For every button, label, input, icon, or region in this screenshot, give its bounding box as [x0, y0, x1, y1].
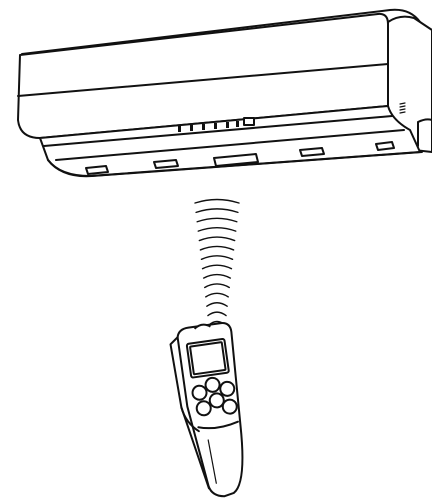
signal-waves: [194, 198, 240, 326]
indicator-lamp: [214, 123, 217, 129]
signal-wave-arc: [199, 245, 235, 251]
remote-button: [208, 392, 225, 409]
signal-wave-arc: [202, 273, 232, 279]
remote-button: [221, 398, 238, 415]
signal-wave-arc: [196, 217, 238, 223]
remote-buttons: [191, 376, 238, 417]
remote-button: [219, 380, 236, 397]
remote-display-inner: [189, 341, 227, 376]
ac-side-pipe: [417, 118, 432, 147]
signal-receiver-window: [243, 117, 255, 126]
remote-button: [191, 384, 208, 401]
indicator-lamp: [190, 125, 193, 131]
signal-wave-arc: [203, 283, 231, 289]
remote-lower-seam: [197, 420, 239, 430]
indicator-lamp: [202, 124, 205, 130]
remote-side-edge-bottom: [180, 406, 200, 433]
signal-wave-arc: [198, 236, 236, 242]
side-vent: [399, 102, 406, 114]
remote-button: [204, 376, 221, 393]
indicator-lamp: [236, 121, 239, 127]
ac-louver-line-2: [55, 129, 405, 161]
remote-lower-groove: [207, 439, 217, 484]
signal-wave-arc: [200, 255, 234, 261]
signal-wave-arc: [197, 226, 237, 232]
underside-tabs: [85, 141, 395, 175]
indicator-lamp: [178, 126, 181, 132]
remote-side-edge: [169, 336, 210, 490]
signal-wave-arc: [207, 311, 227, 317]
ac-panel-seam: [17, 63, 389, 97]
indicator-lamps: [178, 117, 255, 132]
remote-ir-emitter: [193, 323, 211, 330]
ac-louver-line-1: [43, 115, 393, 147]
signal-wave-arc: [195, 208, 239, 214]
signal-wave-arc: [194, 198, 240, 204]
signal-wave-arc: [206, 302, 228, 307]
remote-display: [185, 338, 230, 379]
remote-button: [195, 400, 212, 417]
remote-control: [169, 322, 244, 498]
indicator-lamp: [226, 122, 229, 128]
signal-wave-arc: [201, 264, 233, 270]
ac-bottom-lip: [47, 151, 423, 178]
signal-wave-arc: [205, 292, 229, 298]
air-conditioner-unit: [17, 8, 432, 178]
